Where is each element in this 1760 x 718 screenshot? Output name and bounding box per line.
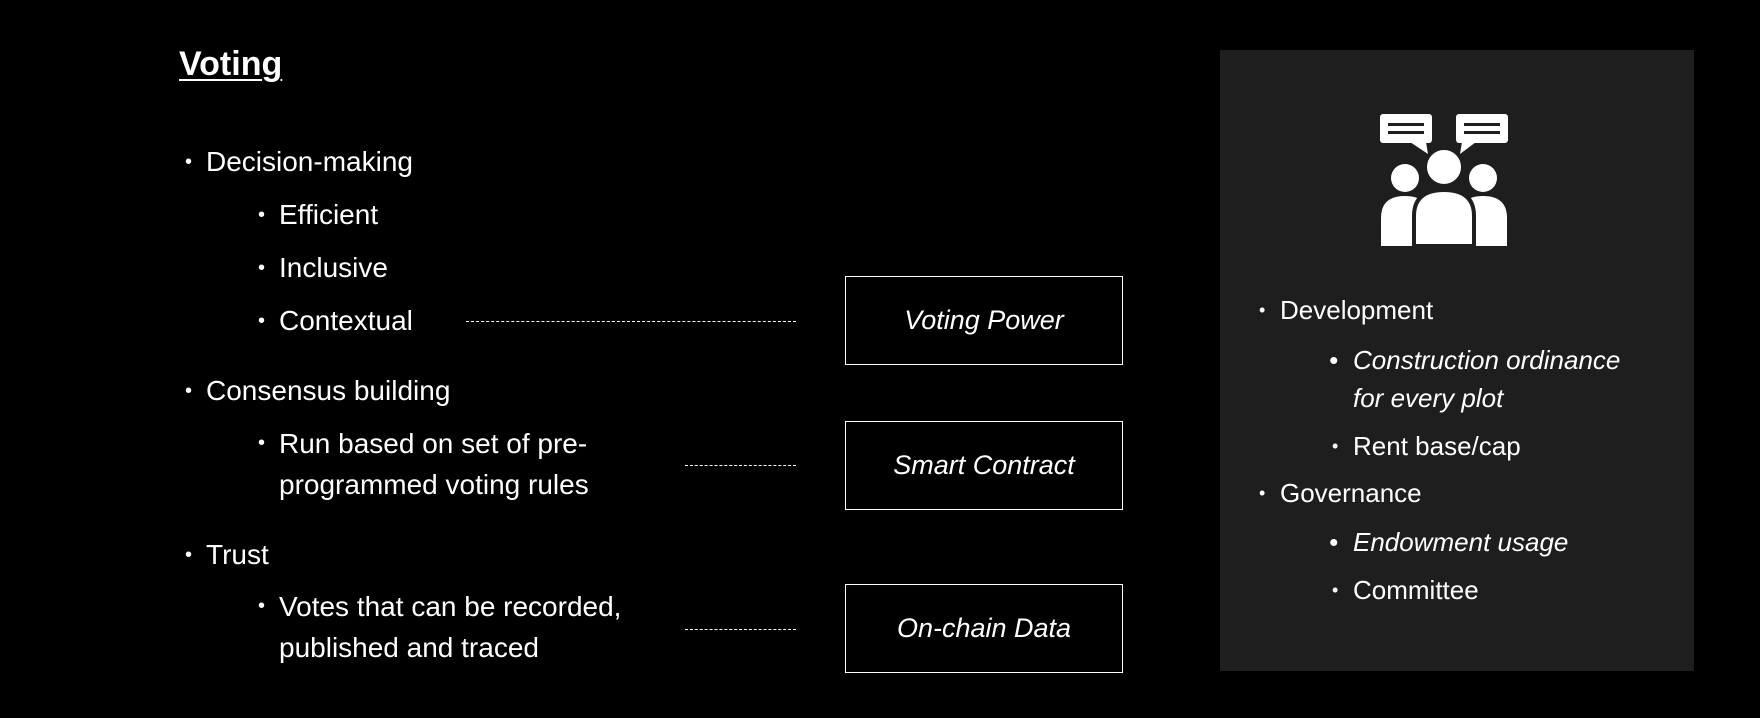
bullet-dot: • <box>1259 300 1266 320</box>
bullet-text: Endowment usage <box>1353 527 1569 557</box>
bullet-dot: • <box>258 257 266 279</box>
bullet-text-line-2: published and traced <box>279 632 539 663</box>
panel-bullet-governance: • Governance <box>1259 474 1422 512</box>
bullet-text-line-1: Votes that can be recorded, <box>279 591 622 622</box>
bullet-text: Inclusive <box>279 252 388 283</box>
bullet-inclusive: • Inclusive <box>258 248 388 288</box>
bullet-voting-rules: • Run based on set of pre- programmed vo… <box>258 423 589 505</box>
box-voting-power: Voting Power <box>845 276 1123 365</box>
panel-bullet-endowment: • Endowment usage <box>1329 523 1569 561</box>
bullet-text: Contextual <box>279 305 413 336</box>
bullet-text: Committee <box>1353 575 1479 605</box>
panel-bullet-development: • Development <box>1259 291 1434 329</box>
bullet-text-line-1: Construction ordinance <box>1353 345 1621 375</box>
bullet-text: Efficient <box>279 199 379 230</box>
bullet-dot: • <box>1332 580 1339 600</box>
bullet-dot: • <box>185 544 193 566</box>
bullet-text-line-2: programmed voting rules <box>279 469 589 500</box>
box-onchain-data: On-chain Data <box>845 584 1123 673</box>
box-label: Voting Power <box>904 305 1064 335</box>
bullet-consensus-building: • Consensus building <box>185 371 451 411</box>
connector-contextual-voting-power <box>466 321 796 322</box>
bullet-dot: • <box>1329 345 1339 375</box>
panel-bullet-rent: • Rent base/cap <box>1332 427 1521 465</box>
bullet-efficient: • Efficient <box>258 195 379 235</box>
bullet-decision-making: • Decision-making <box>185 142 413 182</box>
connector-rules-smart-contract <box>685 465 796 466</box>
bullet-dot: • <box>1332 436 1339 456</box>
bullet-dot: • <box>1329 527 1339 557</box>
bullet-text: Governance <box>1280 478 1422 508</box>
box-smart-contract: Smart Contract <box>845 421 1123 510</box>
bullet-dot: • <box>258 310 266 332</box>
bullet-dot: • <box>1259 483 1266 503</box>
box-label: Smart Contract <box>893 450 1075 480</box>
bullet-dot: • <box>258 432 266 454</box>
bullet-text-line-2: for every plot <box>1353 383 1504 413</box>
bullet-dot: • <box>185 151 193 173</box>
bullet-dot: • <box>258 595 266 617</box>
panel-bullet-construction-ordinance: • Construction ordinance for every plot <box>1329 341 1621 417</box>
bullet-text-line-1: Run based on set of pre- <box>279 428 588 459</box>
bullet-text: Rent base/cap <box>1353 431 1521 461</box>
slide-title: Voting <box>179 45 283 83</box>
bullet-dot: • <box>258 204 266 226</box>
bullet-contextual: • Contextual <box>258 301 413 341</box>
group-discussion-icon <box>1380 114 1508 248</box>
bullet-text: Decision-making <box>206 146 413 177</box>
panel-bullet-committee: • Committee <box>1332 571 1479 609</box>
bullet-text: Consensus building <box>206 375 451 406</box>
bullet-text: Development <box>1280 295 1434 325</box>
bullet-text: Trust <box>206 539 269 570</box>
connector-votes-onchain-data <box>685 629 796 630</box>
bullet-votes-recorded: • Votes that can be recorded, published … <box>258 586 622 668</box>
box-label: On-chain Data <box>896 613 1072 643</box>
bullet-trust: • Trust <box>185 535 269 575</box>
bullet-dot: • <box>185 380 193 402</box>
